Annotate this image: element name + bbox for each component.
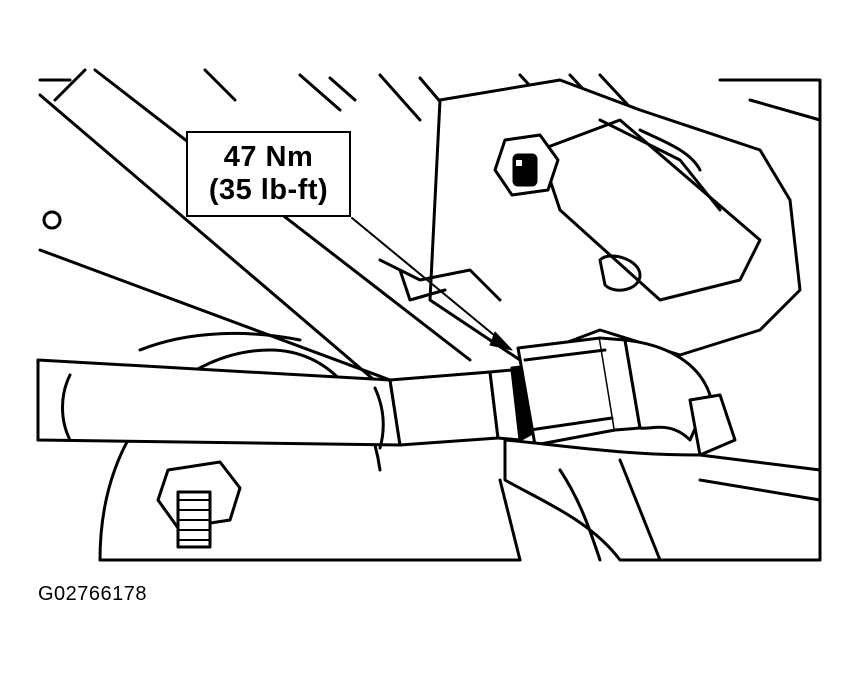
figure-id: G02766178 [38, 583, 148, 605]
mounting-hole [42, 210, 62, 230]
torque-imperial-value: (35 lb-ft) [208, 174, 329, 206]
torque-metric-value: 47 Nm [223, 140, 314, 173]
leader-arrow [351, 217, 513, 351]
torque-spec-callout: 47 Nm (35 lb-ft) [186, 131, 351, 217]
hose [36, 358, 402, 450]
lower-housing [498, 438, 822, 562]
lower-nut [156, 460, 242, 549]
upper-bolt [493, 133, 560, 197]
flare-nut [516, 336, 642, 447]
hose-fitting [388, 364, 540, 447]
